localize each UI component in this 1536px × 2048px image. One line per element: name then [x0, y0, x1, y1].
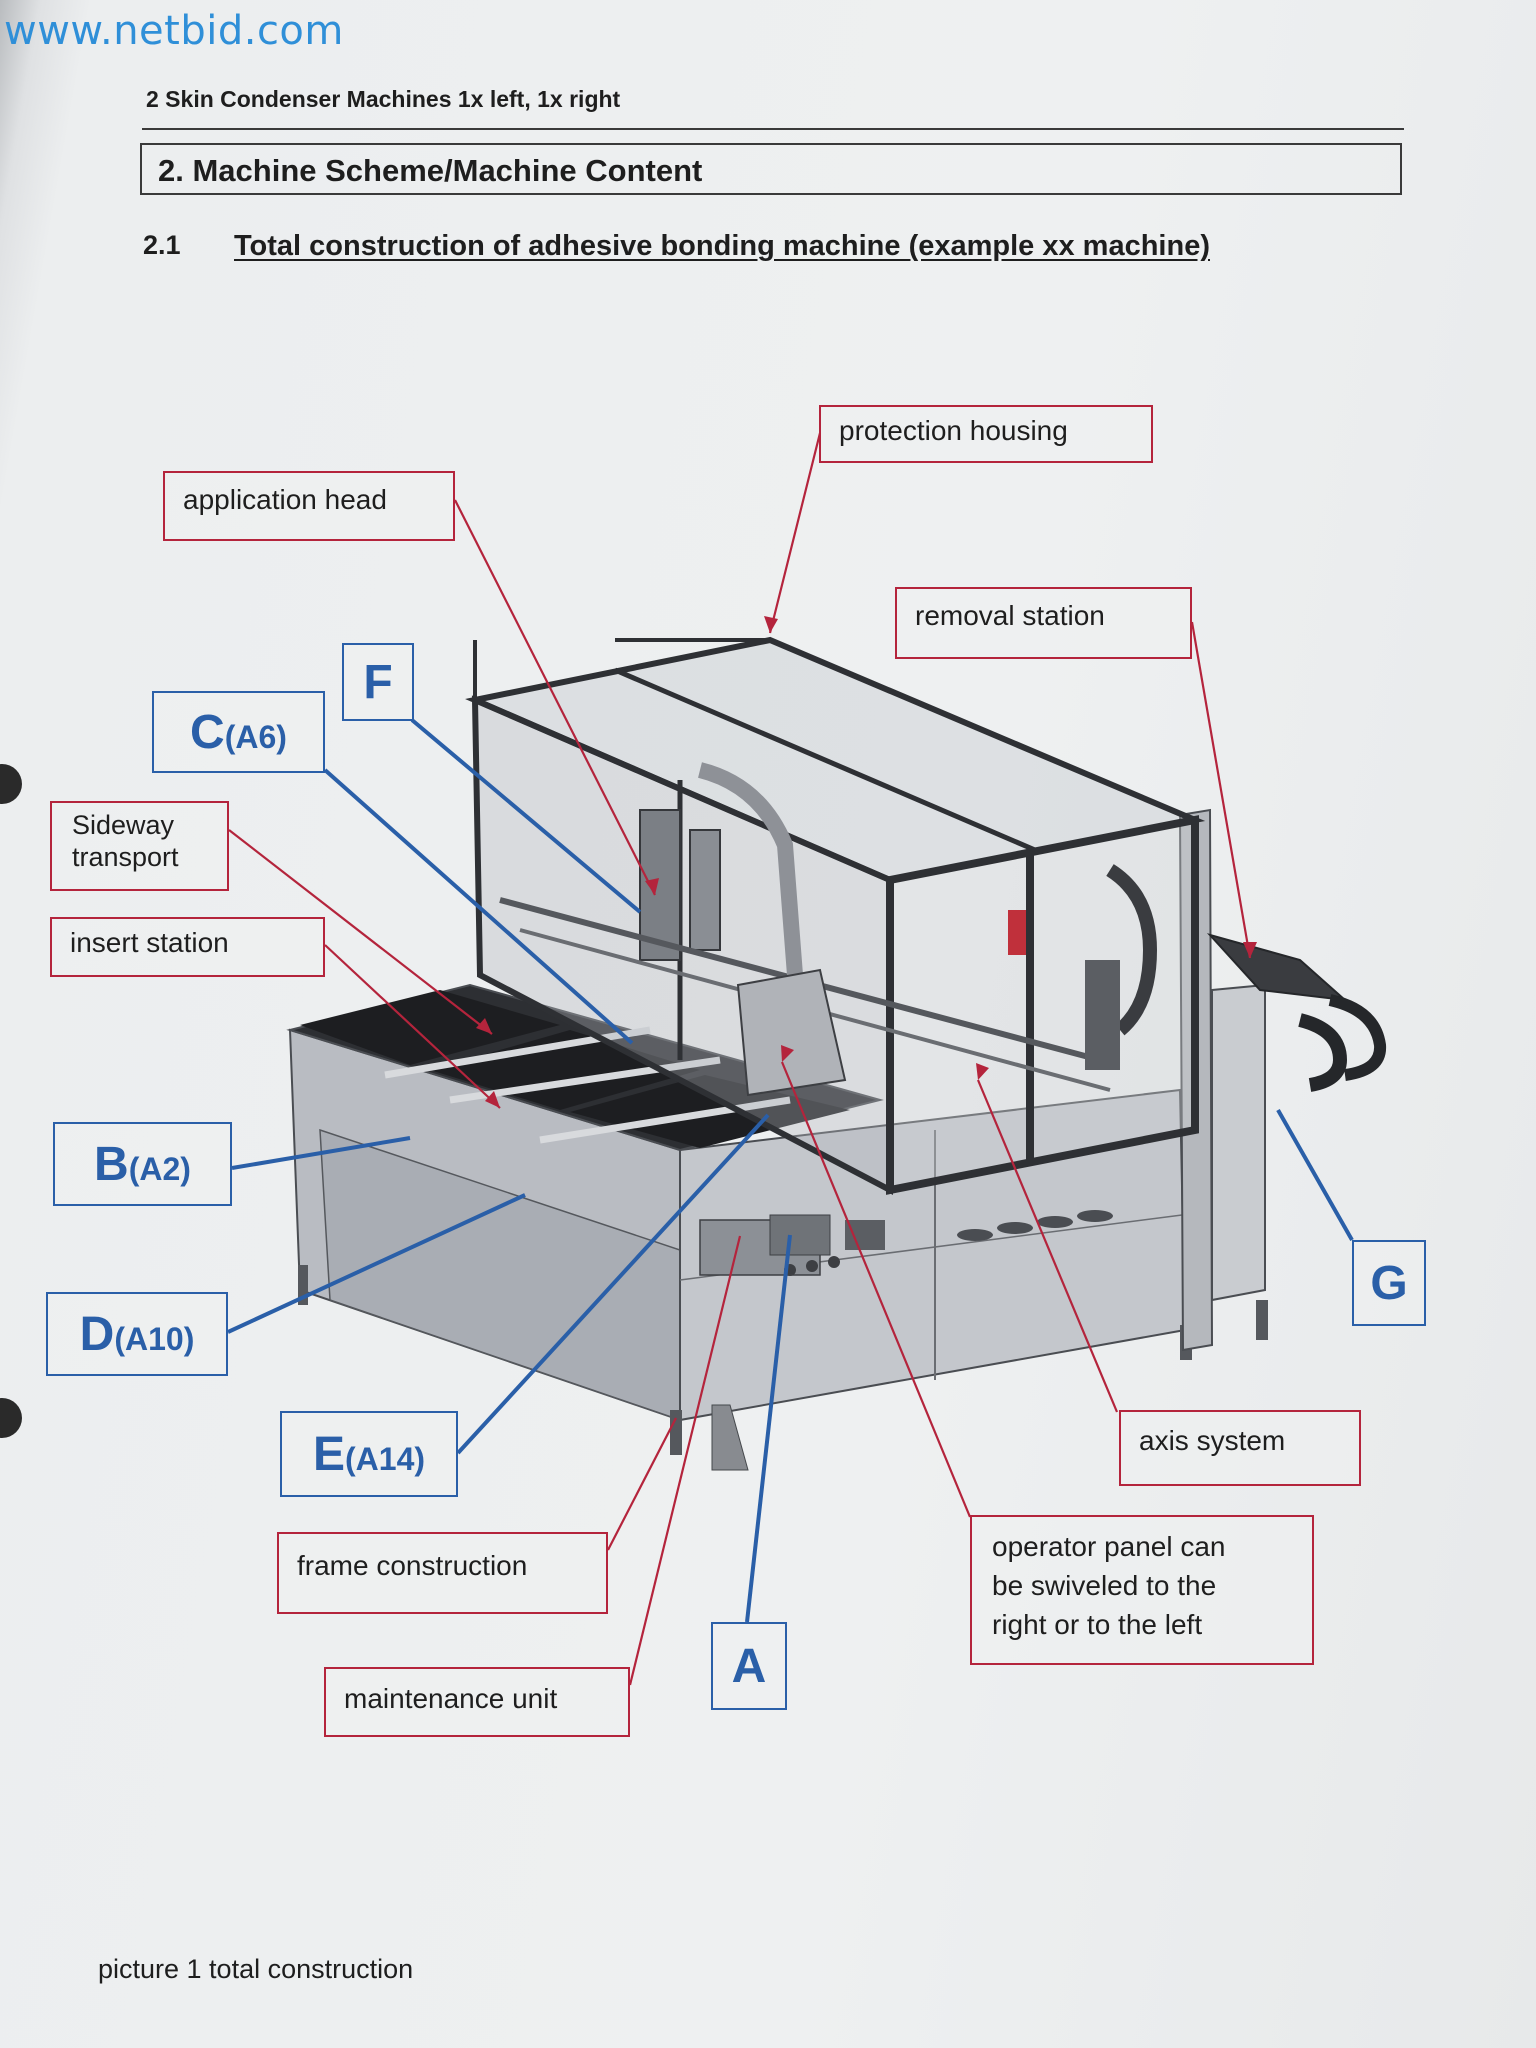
- leader-E: [456, 1113, 770, 1455]
- label-F: F: [342, 643, 414, 721]
- callout-sideway-transport: Sideway transport: [50, 801, 229, 891]
- callout-protection-housing-text: protection housing: [839, 415, 1068, 446]
- header-divider: [142, 128, 1404, 130]
- leader-axis-system: [976, 1079, 1119, 1413]
- leader-protection-housing: [768, 432, 822, 634]
- callout-frame-construction-text: frame construction: [297, 1550, 528, 1581]
- binder-hole-top: [0, 764, 22, 804]
- callout-operator-panel: operator panel can be swiveled to the ri…: [970, 1515, 1314, 1665]
- leader-B: [231, 1136, 411, 1170]
- leader-C: [323, 768, 634, 1045]
- section-title: 2. Machine Scheme/Machine Content: [158, 153, 703, 188]
- label-B: B(A2): [53, 1122, 232, 1206]
- leader-maintenance-unit: [628, 1235, 742, 1686]
- callout-insert-station-text: insert station: [70, 927, 229, 958]
- leader-application-head: [454, 499, 656, 896]
- callout-insert-station: insert station: [50, 917, 325, 977]
- label-G-letter: G: [1370, 1256, 1408, 1310]
- leader-D: [227, 1193, 526, 1334]
- callout-axis-system: axis system: [1119, 1410, 1361, 1486]
- callout-operator-panel-line2: be swiveled to the: [992, 1570, 1217, 1601]
- leader-frame-construction: [607, 1417, 677, 1551]
- subsection-number: 2.1: [143, 230, 181, 260]
- callout-sideway-transport-line1: Sideway: [72, 810, 175, 840]
- callout-application-head: application head: [163, 471, 455, 541]
- callout-removal-station-text: removal station: [915, 600, 1105, 631]
- housing-front-face: [886, 815, 1199, 1195]
- label-E-code: (A14): [345, 1440, 426, 1477]
- callout-axis-system-text: axis system: [1139, 1425, 1286, 1456]
- callout-operator-panel-line1: operator panel can: [992, 1531, 1226, 1562]
- label-E: E(A14): [280, 1411, 458, 1497]
- label-B-code: (A2): [128, 1150, 191, 1187]
- application-head-unit: [639, 809, 681, 961]
- callout-application-head-text: application head: [183, 484, 387, 515]
- leader-F: [410, 718, 642, 914]
- callout-maintenance-unit-text: maintenance unit: [344, 1683, 558, 1714]
- label-A: A: [711, 1622, 787, 1710]
- callout-operator-panel-line3: right or to the left: [992, 1609, 1203, 1640]
- label-B-letter: B: [94, 1137, 129, 1191]
- label-C-letter: C: [190, 705, 225, 759]
- callout-protection-housing: protection housing: [819, 405, 1153, 463]
- label-G: G: [1352, 1240, 1426, 1326]
- document-header: 2 Skin Condenser Machines 1x left, 1x ri…: [146, 86, 621, 112]
- leader-sideway-transport: [228, 829, 493, 1035]
- callout-frame-construction: frame construction: [277, 1532, 608, 1614]
- leader-insert-station: [324, 944, 501, 1109]
- callout-maintenance-unit: maintenance unit: [324, 1667, 630, 1737]
- callout-removal-station: removal station: [895, 587, 1192, 659]
- callout-sideway-transport-line2: transport: [72, 842, 179, 872]
- section-title-box: 2. Machine Scheme/Machine Content: [140, 143, 1402, 195]
- label-D: D(A10): [46, 1292, 228, 1376]
- label-C-code: (A6): [224, 718, 287, 755]
- leader-G: [1276, 1109, 1354, 1241]
- leader-removal-station: [1190, 621, 1252, 959]
- operator-panel: [736, 968, 847, 1097]
- label-F-letter: F: [363, 655, 393, 709]
- label-D-letter: D: [79, 1307, 115, 1361]
- label-A-letter: A: [731, 1639, 767, 1693]
- operator-panel-arm: [697, 762, 803, 976]
- figure-caption: picture 1 total construction: [98, 1954, 414, 1984]
- watermark-url: www.netbid.com: [4, 8, 344, 54]
- label-E-letter: E: [312, 1427, 345, 1481]
- binder-hole-bottom: [0, 1398, 22, 1438]
- label-D-code: (A10): [114, 1320, 195, 1357]
- subsection-title: Total construction of adhesive bonding m…: [234, 230, 1210, 262]
- leader-operator-panel: [780, 1061, 972, 1518]
- label-C: C(A6): [152, 691, 325, 773]
- leader-A: [745, 1234, 792, 1623]
